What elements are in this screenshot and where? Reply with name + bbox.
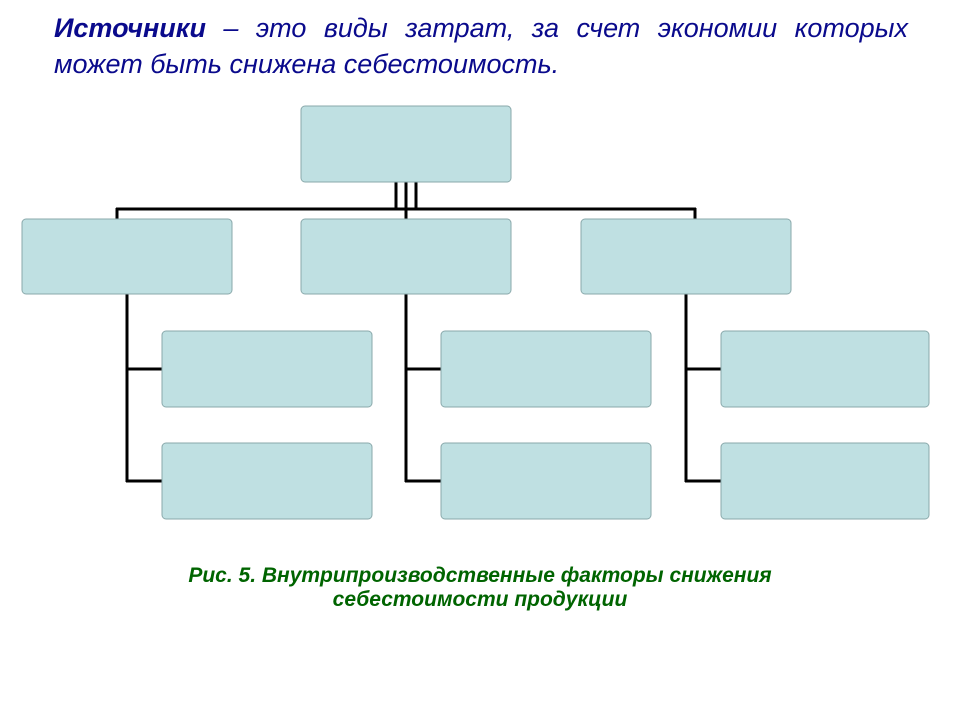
caption-line-1: Рис. 5. Внутрипроизводственные факторы с…	[188, 564, 772, 587]
caption-line-2: себестоимости продукции	[332, 588, 628, 611]
leaf-node-3-2	[720, 442, 930, 520]
leaf-node-2-2	[440, 442, 652, 520]
org-chart	[21, 105, 930, 520]
figure-caption: Рис. 5. Внутрипроизводственные факторы с…	[80, 564, 880, 612]
branch-node-2	[300, 218, 512, 295]
leaf-node-1-2	[161, 442, 373, 520]
branch-node-3	[580, 218, 792, 295]
leaf-node-1-1	[161, 330, 373, 408]
intro-term: Источники	[54, 13, 206, 43]
root-node	[300, 105, 512, 183]
intro-definition: Источники – это виды затрат, за счет эко…	[54, 10, 908, 82]
leaf-node-3-1	[720, 330, 930, 408]
leaf-node-2-1	[440, 330, 652, 408]
branch-node-1	[21, 218, 233, 295]
intro-definition-text: – это виды затрат, за счет экономии кото…	[54, 13, 908, 79]
